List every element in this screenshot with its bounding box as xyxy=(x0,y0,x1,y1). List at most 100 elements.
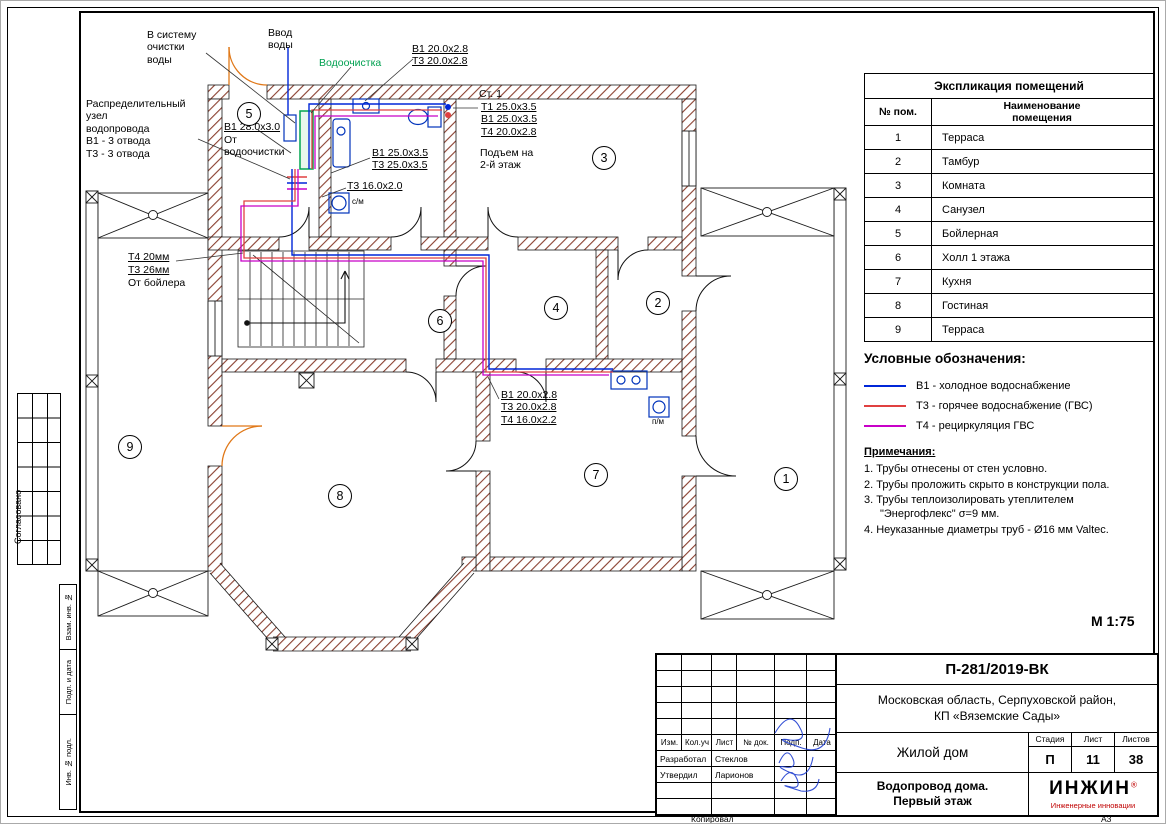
signature-scribbles xyxy=(774,718,831,792)
stage-value: П xyxy=(1029,747,1072,773)
legend: Условные обозначения: В1 - холодное водо… xyxy=(864,351,1149,440)
col-podp: Подп. xyxy=(780,738,802,747)
sheets-label: Листов xyxy=(1115,733,1157,747)
label-riser-pipes: Т1 25.0x3.5 В1 25.0x3.5 Т4 20.0x2.8 xyxy=(481,101,538,138)
legend-item-recirculation: Т4 - рециркуляция ГВС xyxy=(864,420,1149,432)
label-riser-name: Ст. 1 xyxy=(479,88,502,100)
scale-label: М 1:75 xyxy=(1091,613,1135,629)
label-to-water-treatment: В систему очистки воды xyxy=(147,29,197,66)
company-logo: ИНЖИН® Инженерные инновации xyxy=(1029,773,1157,815)
approval-stamp-grid xyxy=(17,393,61,565)
room-number-6: 6 xyxy=(428,309,452,333)
pipes-recirculation xyxy=(240,115,609,376)
legend-item-cold-water: В1 - холодное водоснабжение xyxy=(864,380,1149,392)
company-subtitle: Инженерные инновации xyxy=(1050,800,1136,810)
sheets-value: 38 xyxy=(1115,747,1157,773)
role-approved: Утвердил xyxy=(660,770,698,780)
room-number-1: 1 xyxy=(774,467,798,491)
stage-headers: Стадия Лист Листов xyxy=(1029,733,1157,747)
pipes-cold-water xyxy=(287,47,613,370)
cold-water-line-swatch xyxy=(864,385,906,387)
sheet-outer-border xyxy=(7,7,1159,817)
legend-label: Т4 - рециркуляция ГВС xyxy=(916,420,1035,432)
pipes-hot-water xyxy=(243,109,613,373)
registered-mark: ® xyxy=(1131,780,1137,790)
room-number-8: 8 xyxy=(328,484,352,508)
logo-line: ИНЖИН® xyxy=(1049,779,1137,799)
company-name: ИНЖИН xyxy=(1049,777,1132,799)
project-location: Московская область, Серпуховской район, … xyxy=(837,685,1157,733)
vzam-box: Взам. инв. № xyxy=(59,584,77,650)
explication-col-num: № пом. xyxy=(864,98,932,126)
name-approved: Ларионов xyxy=(715,770,754,780)
col-data: Дата xyxy=(813,738,831,747)
format-label: А3 xyxy=(1101,814,1112,824)
stage-values: П 11 38 xyxy=(1029,747,1157,773)
note-4: 4. Неуказанные диаметры труб - Ø16 мм Va… xyxy=(864,523,1109,536)
room-explication-table: Экспликация помещений № пом. Наименовани… xyxy=(864,73,1154,342)
label-t4-20: Т4 20мм xyxy=(128,251,170,263)
legend-label: Т3 - горячее водоснабжение (ГВС) xyxy=(916,400,1093,412)
leader-lines xyxy=(175,52,500,400)
col-dok: № док. xyxy=(743,738,769,747)
label-pipes-top: В1 20.0x2.8 Т3 20.0x2.8 xyxy=(412,43,469,68)
label-from-treatment: От водоочистки xyxy=(224,134,285,159)
note-1: 1. Трубы отнесены от стен условно. xyxy=(864,462,1048,475)
label-distribution-node: Распределительный узел водопровода В1 - … xyxy=(86,98,186,160)
title-block-signature-table: Изм. Кол.уч Лист № док. Подп. Дата Разра… xyxy=(657,655,837,815)
fixtures xyxy=(328,98,670,418)
label-from-boiler: От бойлера xyxy=(128,277,186,289)
podp-data-box: Подп. и дата xyxy=(59,649,77,715)
room-number-3: 3 xyxy=(592,146,616,170)
legend-item-hot-water: Т3 - горячее водоснабжение (ГВС) xyxy=(864,400,1149,412)
col-koluch: Кол.уч xyxy=(685,738,709,747)
room-number-4: 4 xyxy=(544,296,568,320)
terrace-left xyxy=(85,190,209,617)
legend-title: Условные обозначения: xyxy=(864,351,1026,366)
entrance-doors xyxy=(221,46,268,467)
drawing-frame xyxy=(79,11,1155,813)
label-t3-16: Т3 16.0x2.0 xyxy=(347,180,403,192)
sheet-label: Лист xyxy=(1072,733,1115,747)
drawing-title: Водопровод дома. Первый этаж xyxy=(837,773,1029,815)
explication-title: Экспликация помещений xyxy=(864,73,1154,99)
kopiroval-label: Копировал xyxy=(691,814,734,824)
document-number: П-281/2019-ВК xyxy=(837,655,1157,685)
title-block: Изм. Кол.уч Лист № док. Подп. Дата Разра… xyxy=(655,653,1159,817)
room-number-7: 7 xyxy=(584,463,608,487)
label-kitchen-pipes: В1 20.0x2.8 Т3 20.0x2.8 Т4 16.0x2.2 xyxy=(501,389,558,426)
stage-label: Стадия xyxy=(1029,733,1072,747)
label-stairs-note: Подъем на 2-й этаж xyxy=(480,147,534,172)
role-developed: Разработал xyxy=(660,754,707,764)
sheet-value: 11 xyxy=(1072,747,1115,773)
terrace-right xyxy=(700,187,847,620)
column-posts xyxy=(265,372,419,651)
room-number-5: 5 xyxy=(237,102,261,126)
label-water-inlet: Ввод воды xyxy=(268,27,293,52)
frame-side-boxes: Взам. инв. № Подп. и дата Инв. № подл. xyxy=(59,584,77,810)
object-name: Жилой дом xyxy=(837,733,1029,773)
hot-water-line-swatch xyxy=(864,405,906,407)
room-number-9: 9 xyxy=(118,435,142,459)
label-water-treatment: Водоочистка xyxy=(319,57,382,69)
bay-window-walls xyxy=(209,562,475,652)
note-3: 3. Трубы теплоизолировать утеплителем "Э… xyxy=(864,494,1074,520)
explication-col-name: Наименование помещения xyxy=(931,98,1154,126)
room-number-2: 2 xyxy=(646,291,670,315)
label-dishwasher: п/м xyxy=(652,417,665,426)
signature-table-columns-top xyxy=(657,655,835,751)
label-v1-t3-25: В1 25.0x3.5 Т3 25.0x3.5 xyxy=(372,147,429,172)
signature-table-columns-bottom xyxy=(657,751,835,815)
stairs xyxy=(237,250,365,348)
note-2: 2. Трубы проложить скрыто в конструкции … xyxy=(864,478,1110,491)
